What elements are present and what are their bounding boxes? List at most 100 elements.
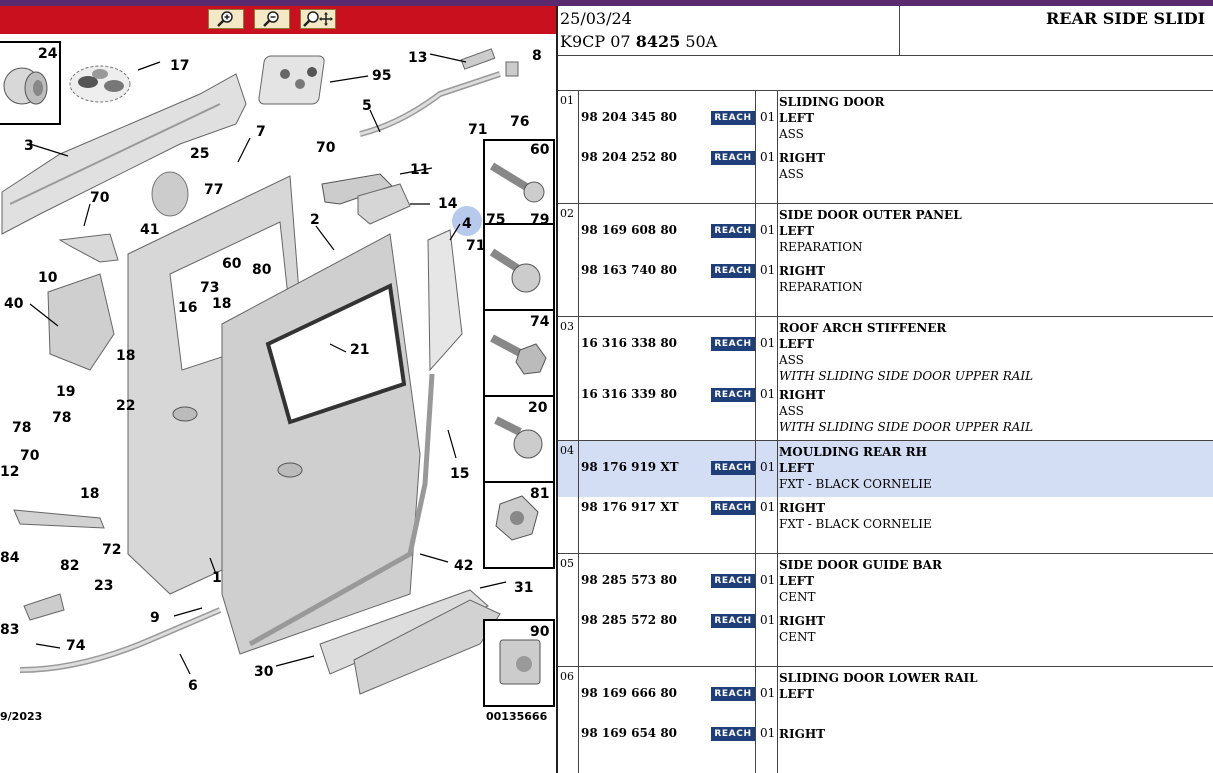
callout-73[interactable]: 73 (200, 280, 219, 296)
callout-83[interactable]: 83 (0, 622, 19, 638)
reach-badge[interactable]: REACH (711, 501, 755, 515)
callout-78[interactable]: 78 (52, 410, 71, 426)
callout-8[interactable]: 8 (532, 48, 542, 64)
callout-16[interactable]: 16 (178, 300, 197, 316)
diagram-toolbar (0, 6, 556, 34)
callout-30[interactable]: 30 (254, 664, 274, 680)
callout-25[interactable]: 25 (190, 146, 209, 162)
part-side: LEFT (779, 224, 815, 238)
part-side: RIGHT (779, 151, 826, 165)
reach-badge[interactable]: REACH (711, 687, 755, 701)
reach-badge[interactable]: REACH (711, 461, 755, 475)
part-reference-link[interactable]: 98 285 572 80 (581, 613, 678, 627)
callout-7[interactable]: 7 (256, 124, 266, 140)
part-title: SLIDING DOOR LOWER RAIL (779, 671, 978, 685)
reach-badge[interactable]: REACH (711, 224, 755, 238)
part-reference-link[interactable]: 98 169 666 80 (581, 686, 678, 700)
callout-10[interactable]: 10 (38, 270, 58, 286)
callout-40[interactable]: 40 (4, 296, 24, 312)
reach-badge[interactable]: REACH (711, 574, 755, 588)
callout-90[interactable]: 90 (530, 624, 550, 640)
callout-22[interactable]: 22 (116, 398, 135, 414)
zoom-out-icon (263, 11, 279, 27)
reach-badge[interactable]: REACH (711, 151, 755, 165)
callout-20[interactable]: 20 (528, 400, 548, 416)
callout-23[interactable]: 23 (94, 578, 113, 594)
part-note: ASS (779, 404, 804, 418)
part-reference-link[interactable]: 98 169 654 80 (581, 726, 678, 740)
callout-19[interactable]: 19 (56, 384, 75, 400)
part-95-fixing-kit (258, 55, 325, 105)
part-condition: WITH SLIDING SIDE DOOR UPPER RAIL (779, 369, 1034, 383)
zoom-fit-button[interactable] (300, 9, 336, 29)
callout-74[interactable]: 74 (66, 638, 86, 654)
callout-95[interactable]: 95 (372, 68, 391, 84)
callout-1[interactable]: 1 (212, 570, 222, 586)
callout-70[interactable]: 70 (90, 190, 110, 206)
callout-71[interactable]: 71 (466, 238, 485, 254)
callout-9[interactable]: 9 (150, 610, 160, 626)
callout-3[interactable]: 3 (24, 138, 34, 154)
callout-21[interactable]: 21 (350, 342, 369, 358)
reach-badge[interactable]: REACH (711, 111, 755, 125)
callout-71[interactable]: 71 (468, 122, 487, 138)
zoom-in-button[interactable] (208, 9, 244, 29)
callout-80[interactable]: 80 (252, 262, 272, 278)
group-number: 06 (560, 670, 574, 683)
callout-78[interactable]: 78 (12, 420, 31, 436)
part-reference-link[interactable]: 98 204 345 80 (581, 110, 678, 124)
part-reference-link[interactable]: 98 163 740 80 (581, 263, 678, 277)
callout-18[interactable]: 18 (116, 348, 135, 364)
callout-82[interactable]: 82 (60, 558, 79, 574)
part-reference-link[interactable]: 98 204 252 80 (581, 150, 678, 164)
zoom-out-button[interactable] (254, 9, 290, 29)
callout-75[interactable]: 75 (486, 212, 505, 228)
callout-2[interactable]: 2 (310, 212, 320, 228)
callout-60[interactable]: 60 (222, 256, 242, 272)
reach-badge[interactable]: REACH (711, 264, 755, 278)
callout-76[interactable]: 76 (510, 114, 529, 130)
part-reference-link[interactable]: 16 316 339 80 (581, 387, 678, 401)
part-reference-link[interactable]: 16 316 338 80 (581, 336, 678, 350)
callout-79[interactable]: 79 (530, 212, 549, 228)
callout-18[interactable]: 18 (80, 486, 99, 502)
leader-lines (29, 53, 507, 675)
part-reference-link[interactable]: 98 176 919 XT (581, 460, 679, 474)
callout-14[interactable]: 14 (438, 196, 458, 212)
part-23-bracket (23, 593, 65, 621)
callout-77[interactable]: 77 (204, 182, 223, 198)
callout-6[interactable]: 6 (188, 678, 198, 694)
callout-31[interactable]: 31 (514, 580, 533, 596)
callout-74[interactable]: 74 (530, 314, 550, 330)
callout-41[interactable]: 41 (140, 222, 159, 238)
callout-72[interactable]: 72 (102, 542, 121, 558)
callout-70[interactable]: 70 (316, 140, 336, 156)
callout-42[interactable]: 42 (454, 558, 473, 574)
part-12-guide (13, 509, 105, 529)
part-reference-link[interactable]: 98 176 917 XT (581, 500, 679, 514)
reach-badge[interactable]: REACH (711, 614, 755, 628)
callout-5[interactable]: 5 (362, 98, 372, 114)
callout-13[interactable]: 13 (408, 50, 427, 66)
callout-15[interactable]: 15 (450, 466, 469, 482)
reach-badge[interactable]: REACH (711, 727, 755, 741)
part-reference-link[interactable]: 98 169 608 80 (581, 223, 678, 237)
callout-4[interactable]: 4 (462, 216, 472, 232)
group-number: 03 (560, 320, 574, 333)
callout-60[interactable]: 60 (530, 142, 550, 158)
callout-17[interactable]: 17 (170, 58, 189, 74)
part-reference-link[interactable]: 98 285 573 80 (581, 573, 678, 587)
callout-18[interactable]: 18 (212, 296, 231, 312)
callout-84[interactable]: 84 (0, 550, 20, 566)
callout-12[interactable]: 12 (0, 464, 19, 480)
reach-badge[interactable]: REACH (711, 337, 755, 351)
callout-24[interactable]: 24 (38, 46, 58, 62)
callout-70[interactable]: 70 (20, 448, 40, 464)
callout-81[interactable]: 81 (530, 486, 549, 502)
part-side: RIGHT (779, 501, 826, 515)
diagram-image-id: 00135666 (486, 710, 548, 723)
reach-badge[interactable]: REACH (711, 388, 755, 402)
quantity: 01 (760, 460, 776, 474)
